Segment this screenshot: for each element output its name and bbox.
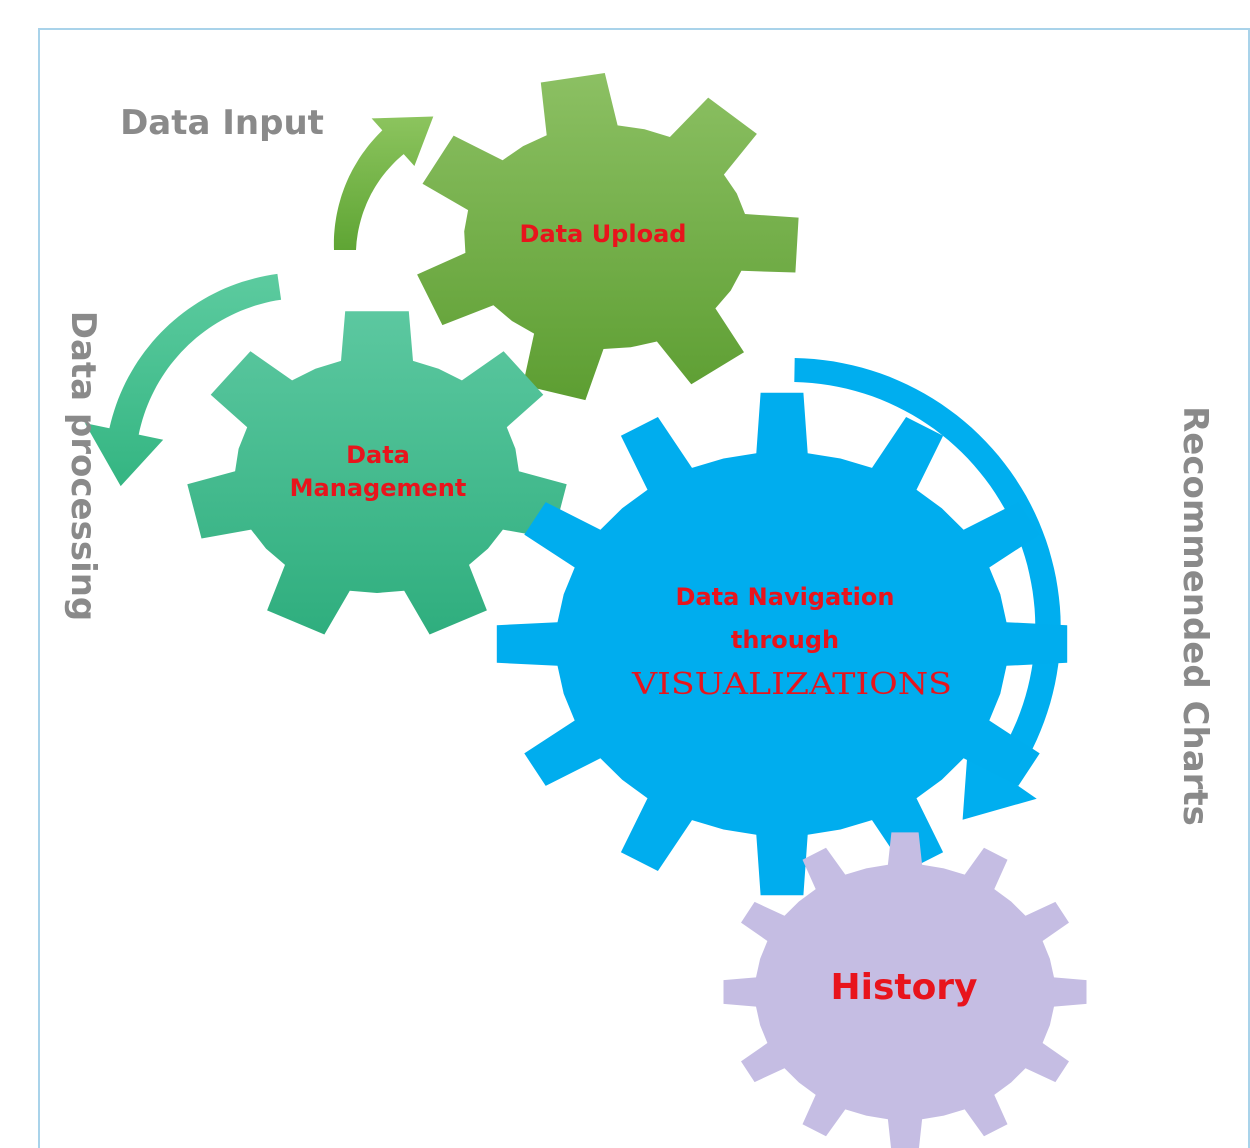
data-management-gear [187, 311, 567, 635]
recommended-charts-label: Recommended Charts [1175, 406, 1215, 826]
history-label: History [830, 967, 977, 1008]
data-navigation-label-line2: through [731, 626, 839, 654]
data-navigation-gear [496, 392, 1068, 896]
data-upload-label: Data Upload [520, 220, 687, 248]
recommended-charts-arrow [794, 358, 1061, 820]
data-upload-gear [417, 73, 799, 401]
data-management-label-line1: Data [346, 441, 410, 469]
data-processing-label: Data processing [63, 311, 103, 622]
data-management-label-line2: Management [290, 474, 467, 502]
data-navigation-label-line1: Data Navigation [676, 583, 895, 611]
history-gear [723, 832, 1087, 1148]
data-processing-arrow [84, 273, 282, 487]
data-input-label: Data Input [120, 103, 324, 143]
data-navigation-label-line3: VISUALIZATIONS [631, 667, 952, 702]
diagram-frame [38, 28, 1250, 1148]
data-input-arrow [333, 116, 434, 250]
